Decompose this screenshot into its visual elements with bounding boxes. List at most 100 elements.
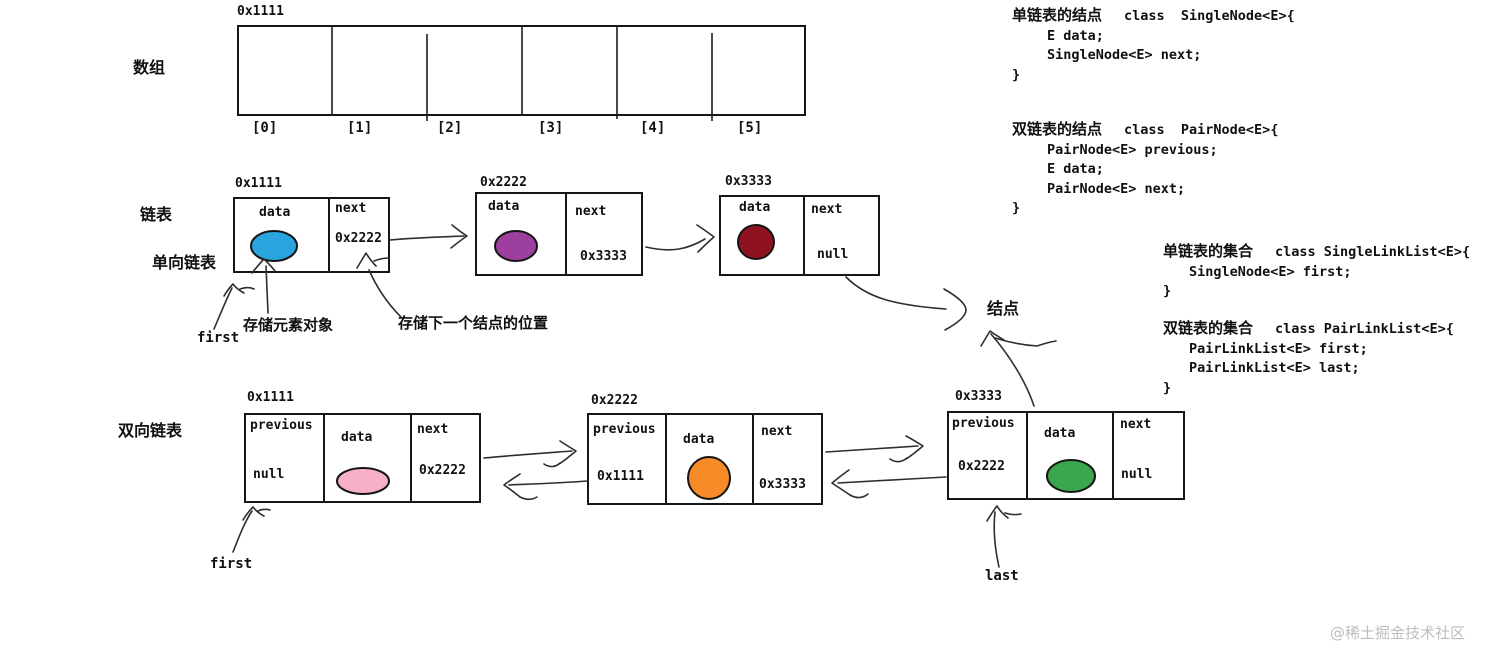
pair-node-box: 0x2222 previous 0x1111 data next 0x3333 [587, 393, 823, 505]
node-cell-divider [665, 415, 667, 503]
code-line: PairNode<E> next; [1047, 180, 1186, 197]
linked-list-label: 链表 [140, 205, 173, 224]
code-line: PairLinkList<E> last; [1189, 360, 1360, 376]
node-address-label: 0x1111 [247, 390, 294, 405]
data-field-label: data [683, 432, 715, 447]
node-address-label: 0x2222 [591, 393, 638, 408]
node-address-label: 0x3333 [955, 389, 1002, 404]
code-block-pair-link-list: 双链表的集合 class PairLinkList<E>{ PairLinkLis… [1163, 319, 1454, 398]
array-index-label: [1] [347, 120, 373, 136]
data-field-label: data [1044, 426, 1076, 441]
pair-node-box: 0x1111 previous null data next 0x2222 [244, 390, 481, 503]
arrow-node3-to-node-term [845, 276, 967, 331]
code-line: SingleNode<E> first; [1189, 263, 1352, 280]
arrow-dll-prev-3-2 [831, 469, 947, 499]
code-block-title: 双链表的集合 [1163, 319, 1254, 337]
code-line: } [1163, 379, 1172, 396]
node-cell-divider [752, 415, 754, 503]
code-line: SingleNode<E> next; [1047, 47, 1202, 63]
data-field-label: data [259, 205, 291, 220]
data-field-label: data [739, 200, 771, 215]
node-term-label: 结点 [987, 299, 1020, 318]
node-cell-divider [328, 199, 330, 271]
arrow-first-doubly [232, 506, 271, 553]
next-field-label: next [811, 202, 843, 217]
node-cell-divider [1112, 413, 1114, 498]
code-decl: class SingleNode<E>{ [1124, 8, 1295, 24]
next-field-value: null [817, 247, 849, 262]
arrow-next-to-node2 [389, 224, 468, 249]
code-line: 双链表的结点 class PairNode<E>{ [1012, 120, 1278, 141]
previous-field-value: null [253, 467, 285, 482]
data-field-label: data [341, 430, 373, 445]
code-line: 双链表的集合 class PairLinkList<E>{ [1163, 319, 1454, 340]
code-block-single-node: 单链表的结点 class SingleNode<E>{ E data; Singl… [1012, 6, 1295, 85]
code-block-single-link-list: 单链表的集合 class SingleLinkList<E>{ SingleNod… [1163, 242, 1470, 302]
watermark: @稀土掘金技术社区 [1330, 624, 1466, 642]
arrow-dll-next-1-2 [483, 440, 577, 468]
data-field-label: data [488, 199, 520, 214]
previous-field-value: 0x2222 [958, 459, 1005, 474]
next-field-label: next [417, 422, 449, 437]
next-field-value: 0x3333 [759, 477, 806, 492]
code-block-pair-node: 双链表的结点 class PairNode<E>{ PairNode<E> pre… [1012, 120, 1278, 219]
code-line: 单链表的结点 class SingleNode<E>{ [1012, 6, 1295, 27]
annotation-store-element: 存储元素对象 [243, 316, 334, 334]
array-box [237, 25, 806, 116]
node-cell-divider [565, 194, 567, 274]
node-cell-divider [410, 415, 412, 501]
code-decl: class PairLinkList<E>{ [1275, 321, 1454, 337]
code-line: 单链表的集合 class SingleLinkList<E>{ [1163, 242, 1470, 263]
array-index-label: [0] [252, 120, 278, 136]
single-node-box: 0x1111 data next 0x2222 [233, 176, 390, 273]
array-index-label: [3] [538, 120, 564, 136]
next-field-value: null [1121, 467, 1153, 482]
first-pointer-label: first [197, 330, 240, 346]
code-line: PairLinkList<E> first; [1189, 340, 1368, 357]
previous-field-label: previous [250, 418, 313, 433]
code-block-title: 双链表的结点 [1012, 120, 1103, 138]
code-decl: class PairNode<E>{ [1124, 122, 1279, 138]
code-block-title: 单链表的结点 [1012, 6, 1103, 24]
node-cell-divider [1026, 413, 1028, 498]
next-field-label: next [1120, 417, 1152, 432]
node-address-label: 0x3333 [725, 174, 772, 189]
next-field-value: 0x2222 [419, 463, 466, 478]
next-field-label: next [575, 204, 607, 219]
next-field-label: next [761, 424, 793, 439]
single-node-box: 0x3333 data next null [719, 174, 880, 276]
array-index-label: [4] [640, 120, 666, 136]
array-address-label: 0x1111 [237, 4, 284, 19]
next-field-value: 0x3333 [580, 249, 627, 264]
doubly-list-label: 双向链表 [118, 421, 183, 440]
single-node-box: 0x2222 data next 0x3333 [475, 175, 643, 276]
array-section-label: 数组 [133, 58, 166, 77]
array-index-label: [5] [737, 120, 763, 136]
previous-field-label: previous [952, 416, 1015, 431]
code-decl: class SingleLinkList<E>{ [1275, 244, 1471, 260]
previous-field-value: 0x1111 [597, 469, 644, 484]
array-index-label: [2] [437, 120, 463, 136]
node-address-label: 0x1111 [235, 176, 282, 191]
code-block-title: 单链表的集合 [1163, 242, 1254, 260]
first-pointer-label: first [210, 556, 253, 572]
arrow-last-doubly [986, 505, 1022, 568]
node-address-label: 0x2222 [480, 175, 527, 190]
last-pointer-label: last [985, 568, 1019, 584]
annotation-store-next-position: 存储下一个结点的位置 [398, 314, 549, 332]
arrow-dll-prev-2-1 [503, 473, 589, 501]
pair-node-box: 0x3333 previous 0x2222 data next null [947, 389, 1185, 500]
code-line: E data; [1047, 27, 1104, 44]
arrow-dll-next-2-3 [825, 435, 924, 463]
code-line: } [1163, 283, 1172, 299]
singly-list-label: 单向链表 [152, 253, 217, 272]
code-line: PairNode<E> previous; [1047, 141, 1218, 158]
node-cell-divider [803, 197, 805, 274]
previous-field-label: previous [593, 422, 656, 437]
code-line: E data; [1047, 161, 1104, 177]
next-field-value: 0x2222 [335, 231, 382, 246]
code-line: } [1012, 200, 1021, 216]
code-line: } [1012, 66, 1021, 83]
next-field-label: next [335, 201, 367, 216]
